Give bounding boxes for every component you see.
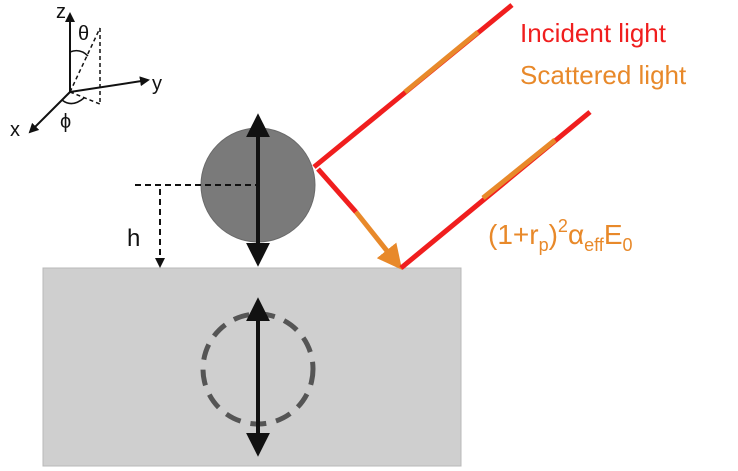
phi-label: ϕ [60, 111, 71, 133]
y-axis-label: y [152, 73, 162, 95]
theta-arc [69, 49, 89, 57]
scattered-ray-upper [403, 30, 480, 94]
z-axis-label: z [56, 1, 66, 23]
theta-label: θ [78, 23, 89, 45]
height-label: h [127, 225, 140, 252]
y-axis [69, 76, 150, 93]
formula: (1+rp)2αeffE0 [488, 216, 633, 255]
phi-arc [61, 97, 85, 105]
legend-scattered-label: Scattered light [520, 60, 687, 90]
scattered-ray-to-substrate [354, 210, 403, 270]
incident-ray-reflected [316, 167, 358, 214]
x-axis-label: x [10, 119, 20, 141]
scattered-ray-lower [481, 138, 557, 200]
direction-vector [69, 27, 101, 93]
x-axis [28, 91, 71, 134]
coordinate-axes: z y x θ ϕ [10, 1, 162, 141]
direction-projection-base [69, 91, 101, 105]
legend-incident-label: Incident light [520, 18, 667, 48]
substrate [42, 267, 462, 467]
